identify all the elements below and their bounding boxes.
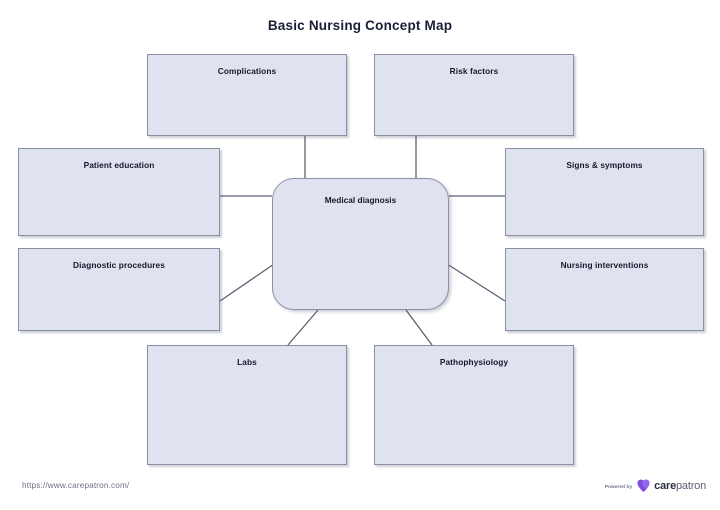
node-label-risk-factors: Risk factors: [449, 66, 499, 76]
node-patient-education[interactable]: Patient education: [18, 148, 220, 236]
brand-carepatron: Powered by carepatron: [605, 479, 706, 493]
node-label-nursing-interventions: Nursing interventions: [560, 260, 649, 270]
connector-diagnostic-procedures: [219, 261, 278, 302]
node-risk-factors[interactable]: Risk factors: [374, 54, 574, 136]
node-label-diagnostic-procedures: Diagnostic procedures: [72, 260, 165, 270]
node-label-complications: Complications: [217, 66, 277, 76]
node-pathophysiology[interactable]: Pathophysiology: [374, 345, 574, 465]
brand-light-text: patron: [676, 479, 706, 492]
node-complications[interactable]: Complications: [147, 54, 347, 136]
connector-nursing-interventions: [443, 261, 506, 302]
node-label-medical-diagnosis: Medical diagnosis: [324, 195, 397, 205]
node-signs-symptoms[interactable]: Signs & symptoms: [505, 148, 704, 236]
node-label-signs-symptoms: Signs & symptoms: [566, 160, 643, 170]
node-label-pathophysiology: Pathophysiology: [439, 357, 509, 367]
carepatron-wordmark: carepatron: [654, 479, 706, 492]
connector-pathophysiology: [405, 309, 433, 346]
node-label-patient-education: Patient education: [83, 160, 155, 170]
page-title: Basic Nursing Concept Map: [267, 18, 453, 33]
connector-labs: [287, 309, 319, 346]
node-label-labs: Labs: [237, 357, 257, 367]
footer-url[interactable]: https://www.carepatron.com/: [22, 481, 130, 490]
node-labs[interactable]: Labs: [147, 345, 347, 465]
node-nursing-interventions[interactable]: Nursing interventions: [505, 248, 704, 331]
carepatron-logo-icon: [637, 479, 650, 493]
powered-by-label: Powered by: [604, 483, 633, 489]
node-diagnostic-procedures[interactable]: Diagnostic procedures: [18, 248, 220, 331]
brand-bold-text: care: [654, 479, 676, 492]
node-medical-diagnosis[interactable]: Medical diagnosis: [272, 178, 449, 310]
